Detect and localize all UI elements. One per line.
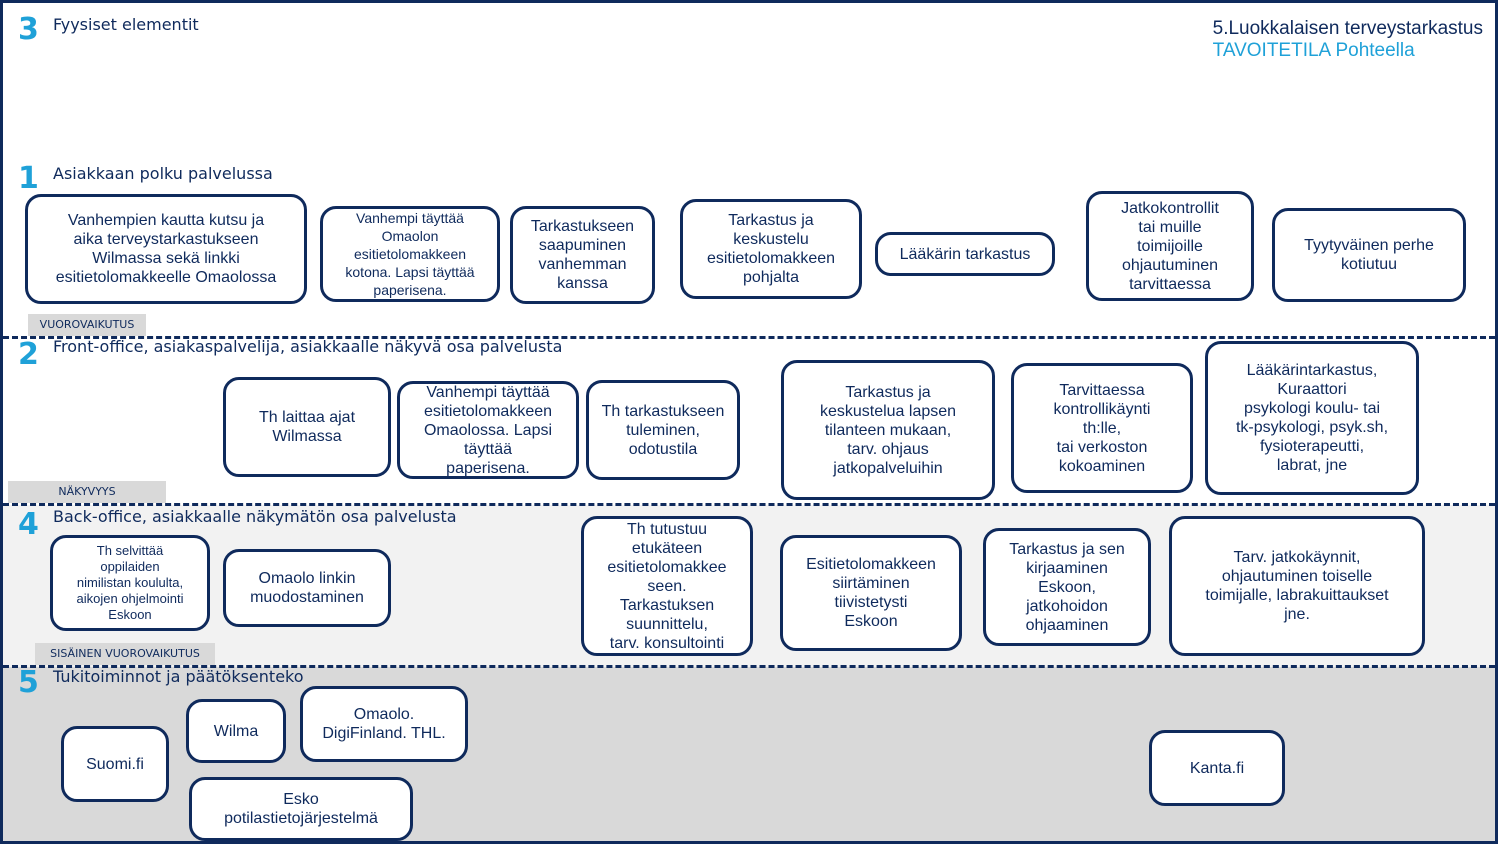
lane-number-1: 1: [18, 161, 39, 196]
step-examination: Tarkastus ja keskustelu esitietolomakkee…: [680, 199, 862, 299]
fo-th-sets-times: Th laittaa ajat Wilmassa: [223, 377, 391, 477]
lane-title-customer-path: Asiakkaan polku palvelussa: [53, 164, 273, 183]
subtitle-text: TAVOITETILA Pohteella: [1212, 40, 1415, 61]
support-kanta-fi: Kanta.fi: [1149, 730, 1285, 806]
fo-doctor-specialists: Lääkärintarkastus, Kuraattori psykologi …: [1205, 341, 1419, 495]
divider-interaction: [3, 336, 1495, 339]
divider-internal: [3, 665, 1495, 668]
fo-control-visit: Tarvittaessa kontrollikäynti th:lle, tai…: [1011, 363, 1193, 493]
support-omaolo: Omaolo. DigiFinland. THL.: [300, 686, 468, 762]
lane-number-2: 2: [18, 337, 39, 372]
title-text: 5.Luokkalaisen terveystarkastus: [1212, 18, 1483, 39]
bo-omaolo-link: Omaolo linkin muodostaminen: [223, 549, 391, 627]
step-doctor-check: Lääkärin tarkastus: [875, 232, 1055, 276]
fo-examination: Tarkastus ja keskustelua lapsen tilantee…: [781, 360, 995, 500]
support-suomi-fi: Suomi.fi: [61, 726, 169, 802]
support-esko: Esko potilastietojärjestelmä: [189, 777, 413, 841]
tag-internal-interaction: SISÄINEN VUOROVAIKUTUS: [35, 643, 215, 665]
lane-number-4: 4: [18, 507, 39, 542]
lane-title-physical: Fyysiset elementit: [53, 15, 199, 34]
step-invitation: Vanhempien kautta kutsu ja aika terveyst…: [25, 194, 307, 304]
bo-follow-ups: Tarv. jatkokäynnit, ohjautuminen toisell…: [1169, 516, 1425, 656]
divider-visibility: [3, 503, 1495, 506]
bo-form-transfer: Esitietolomakkeen siirtäminen tiivistety…: [780, 535, 962, 651]
fo-arrival-waiting: Th tarkastukseen tuleminen, odotustila: [586, 380, 740, 480]
step-arrival: Tarkastukseen saapuminen vanhemman kanss…: [510, 206, 655, 304]
lane-number-3: 3: [18, 12, 39, 47]
tag-interaction: VUOROVAIKUTUS: [28, 314, 146, 336]
fo-parent-fills-form: Vanhempi täyttää esitietolomakkeen Omaol…: [397, 381, 579, 479]
document-title: 5.Luokkalaisen terveystarkastus TAVOITET…: [1213, 18, 1483, 62]
lane-title-back-office: Back-office, asiakkaalle näkymätön osa p…: [53, 507, 457, 526]
step-parent-fills-form: Vanhempi täyttää Omaolon esitietolomakke…: [320, 206, 500, 302]
support-wilma: Wilma: [186, 699, 286, 763]
bo-class-list: Th selvittää oppilaiden nimilistan koulu…: [50, 535, 210, 631]
lane-title-front-office: Front-office, asiakaspalvelija, asiakkaa…: [53, 337, 563, 356]
step-follow-up: Jatkokontrollit tai muille toimijoille o…: [1086, 191, 1254, 301]
bo-preparation: Th tutustuu etukäteen esitietolomakkee s…: [581, 516, 753, 656]
lane-title-support: Tukitoiminnot ja päätöksenteko: [53, 667, 304, 686]
lane-number-5: 5: [18, 665, 39, 700]
bo-recording: Tarkastus ja sen kirjaaminen Eskoon, jat…: [983, 528, 1151, 646]
tag-visibility: NÄKYVYYS: [8, 481, 166, 503]
step-family-leaves: Tyytyväinen perhe kotiutuu: [1272, 208, 1466, 302]
